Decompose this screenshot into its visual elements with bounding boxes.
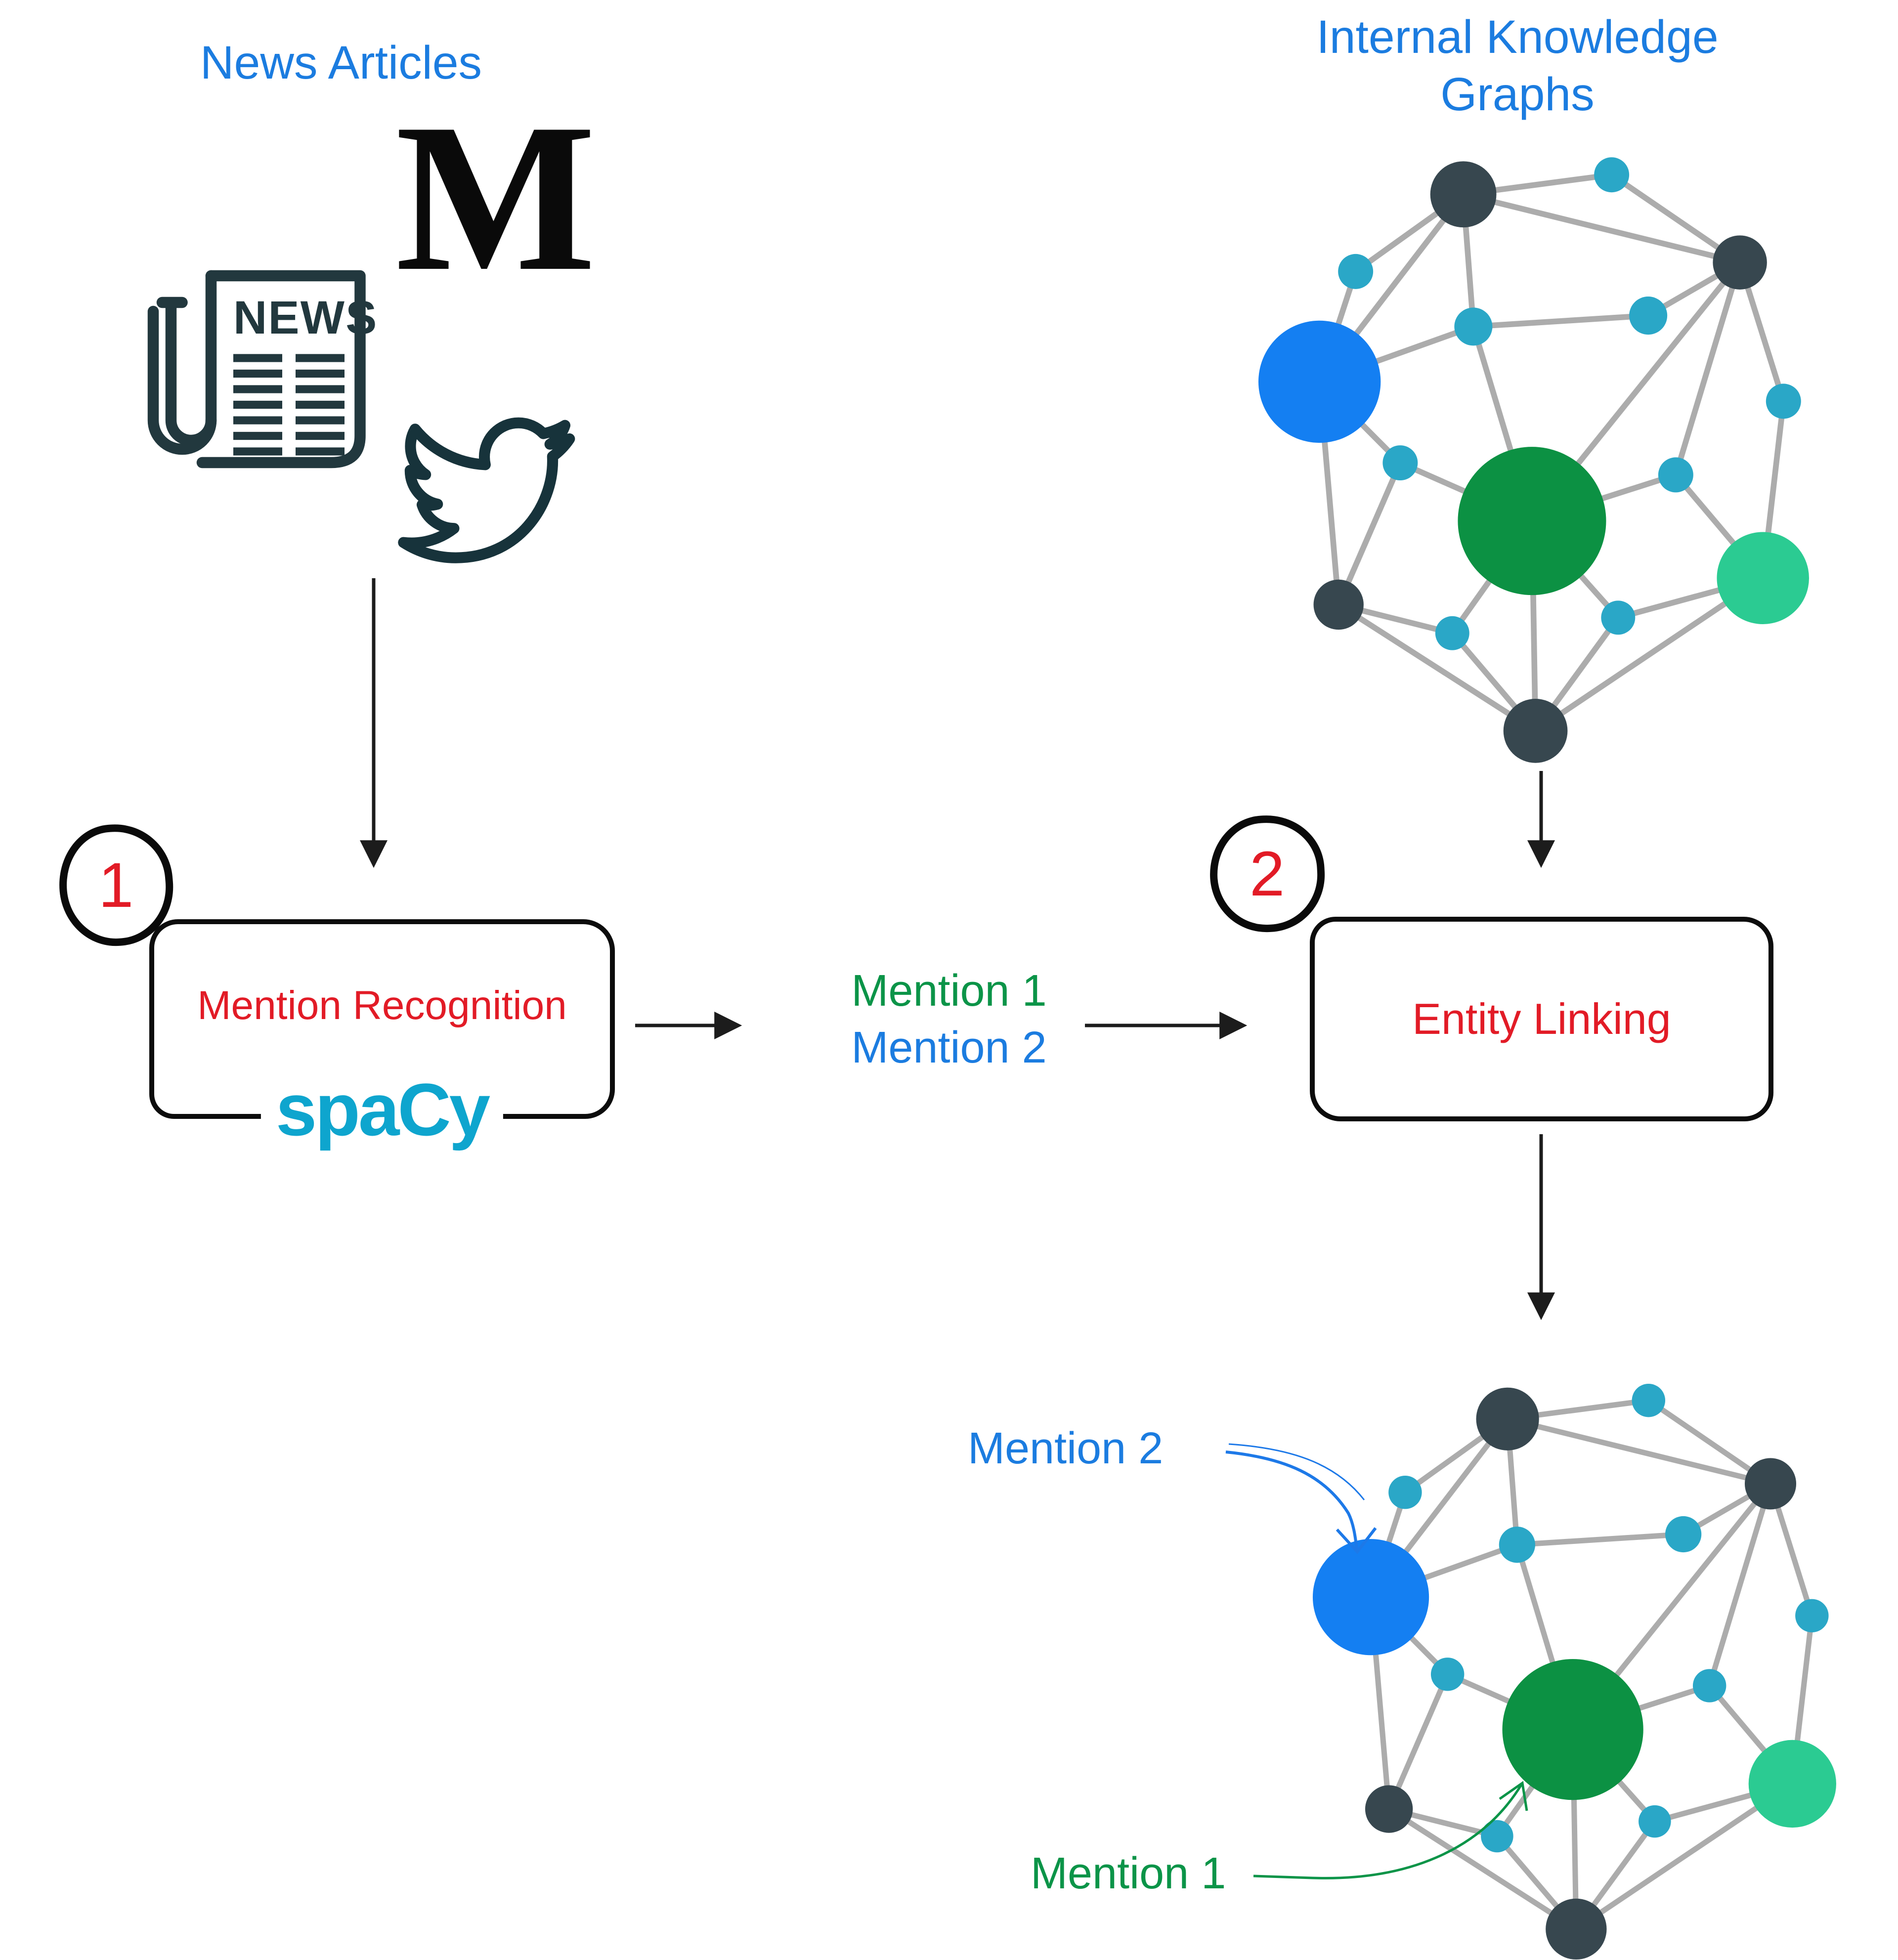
graph-node-blue xyxy=(1258,320,1381,443)
graph-node-teal xyxy=(1454,307,1493,346)
graph-node-dark xyxy=(1365,1785,1413,1833)
graph-node-teal xyxy=(1658,457,1693,493)
news-icon-text: NEWS xyxy=(233,292,378,344)
graph-node-teal xyxy=(1665,1516,1702,1553)
graph-node-dark xyxy=(1546,1898,1607,1960)
graph-node-green xyxy=(1458,447,1606,596)
medium-logo-icon: M xyxy=(395,80,596,315)
graph-node-teal xyxy=(1639,1805,1671,1838)
graph-node-teal xyxy=(1338,254,1374,289)
graph-node-teal xyxy=(1430,1658,1465,1691)
graph-node-teal xyxy=(1594,157,1630,193)
graph-node-teal xyxy=(1388,1475,1422,1509)
ikg-label-line2: Graphs xyxy=(1440,68,1595,121)
graph-node-teal xyxy=(1629,297,1668,335)
graph-node-teal xyxy=(1692,1669,1726,1703)
graph-edge xyxy=(1517,1531,1684,1548)
step-1-number: 1 xyxy=(98,850,134,921)
graph-edge xyxy=(1507,1416,1771,1487)
graph-node-teal xyxy=(1601,600,1636,635)
graph-edge xyxy=(1337,602,1537,733)
graph-node-dark xyxy=(1430,161,1497,228)
graph-node-dark xyxy=(1713,235,1767,290)
graph-node-dark xyxy=(1476,1387,1539,1450)
mention-2-annotation-label: Mention 2 xyxy=(968,1424,1164,1473)
graph-node-teal xyxy=(1481,1820,1513,1853)
graph-edge xyxy=(1473,312,1648,330)
internal-knowledge-graphs-label: Internal Knowledge Graphs xyxy=(1275,9,1760,124)
step-2-badge: 2 xyxy=(1207,812,1328,935)
step-2-number: 2 xyxy=(1250,838,1285,909)
mention-2-text: Mention 2 xyxy=(851,1023,1047,1073)
graph-node-teal xyxy=(1632,1384,1666,1417)
graph-node-teal xyxy=(1795,1599,1829,1633)
twitter-bird-icon xyxy=(398,417,575,563)
graph-node-teal xyxy=(1499,1527,1535,1563)
mention-1-text: Mention 1 xyxy=(851,966,1047,1016)
graph-node-spring xyxy=(1717,532,1809,624)
mention-recognition-title: Mention Recognition xyxy=(197,983,567,1028)
graph-node-blue xyxy=(1312,1539,1429,1656)
mention-1-annotation-label: Mention 1 xyxy=(1031,1849,1226,1898)
graph-edge xyxy=(1463,191,1741,265)
entity-linking-title: Entity Linking xyxy=(1412,994,1671,1043)
graph-edge xyxy=(1707,1483,1773,1687)
graph-node-dark xyxy=(1503,698,1568,763)
newspaper-icon: NEWS xyxy=(147,270,378,469)
graph-edge xyxy=(1336,462,1403,606)
news-articles-label: News Articles xyxy=(200,37,482,89)
graph-edge xyxy=(1387,1806,1578,1932)
graph-node-green xyxy=(1502,1659,1643,1800)
graph-node-teal xyxy=(1435,616,1469,650)
entity-linking-box: Entity Linking xyxy=(1310,917,1773,1121)
graph-node-teal xyxy=(1766,383,1801,419)
internal-knowledge-graph xyxy=(1258,157,1809,763)
graph-node-spring xyxy=(1748,1740,1836,1828)
graph-node-teal xyxy=(1382,445,1418,481)
graph-edge xyxy=(1673,261,1743,476)
mention-recognition-box: Mention Recognition spaCy xyxy=(149,919,615,1147)
ikg-label-line1: Internal Knowledge xyxy=(1316,11,1719,63)
graph-node-dark xyxy=(1313,579,1364,630)
graph-node-dark xyxy=(1744,1458,1797,1510)
mentions-list: Mention 1 Mention 2 xyxy=(811,963,1087,1076)
spacy-logo: spaCy xyxy=(260,1072,504,1147)
linked-knowledge-graph xyxy=(1312,1384,1836,1960)
